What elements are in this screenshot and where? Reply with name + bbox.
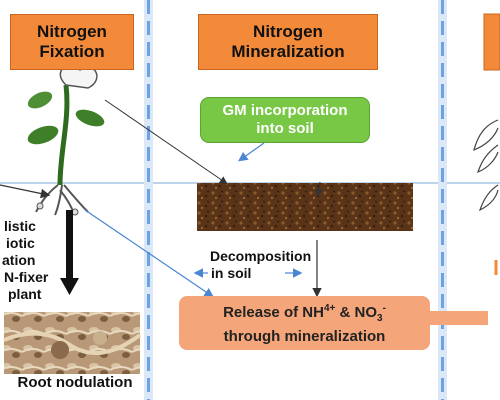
divider-right	[438, 0, 447, 400]
arrow-into-soil	[314, 181, 323, 197]
gm-line1: GM incorporation	[222, 102, 348, 119]
release-line2: through mineralization	[223, 328, 386, 345]
right-plant-sketch	[473, 119, 499, 275]
header-right-stub	[483, 13, 500, 71]
arrow-gm-to-soil	[238, 142, 265, 162]
left-text-2: ation	[2, 252, 36, 268]
release-box: Release of NH4+ & NO3- through mineraliz…	[179, 296, 430, 350]
gm-line2: into soil	[256, 120, 314, 137]
left-text-3: N-fixer	[4, 269, 49, 285]
divider-left	[144, 0, 153, 400]
header-nitrogen-mineralization: Nitrogen Mineralization	[198, 14, 378, 70]
root-nodule-photo	[4, 312, 140, 374]
arrow-roots-to-release	[84, 209, 214, 298]
soil-texture	[197, 183, 413, 231]
left-text-0: listic	[4, 218, 36, 234]
header-mineralization-line1: Nitrogen	[253, 22, 323, 41]
left-text-4: plant	[8, 286, 42, 302]
left-text-1: iotic	[6, 235, 35, 251]
plant-icon	[27, 64, 105, 216]
arrow-to-roots	[0, 184, 51, 199]
gm-incorporation-box: GM incorporation into soil	[200, 97, 370, 143]
header-fixation-line2: Fixation	[39, 42, 105, 61]
arrow-down-plant	[60, 210, 79, 295]
left-fixation-text: listic iotic ation N-fixer plant	[0, 218, 90, 303]
decomposition-label-line2: in soil	[211, 265, 252, 281]
header-mineralization-line2: Mineralization	[231, 42, 345, 61]
arrow-plant-to-soil	[104, 99, 228, 185]
root-nodulation-label: Root nodulation	[17, 374, 133, 391]
header-fixation-line1: Nitrogen	[37, 22, 107, 41]
header-nitrogen-fixation: Nitrogen Fixation	[10, 14, 134, 70]
release-line1: Release of NH4+ & NO3-	[223, 303, 386, 324]
decomposition-label-line1: Decomposition	[210, 248, 312, 264]
